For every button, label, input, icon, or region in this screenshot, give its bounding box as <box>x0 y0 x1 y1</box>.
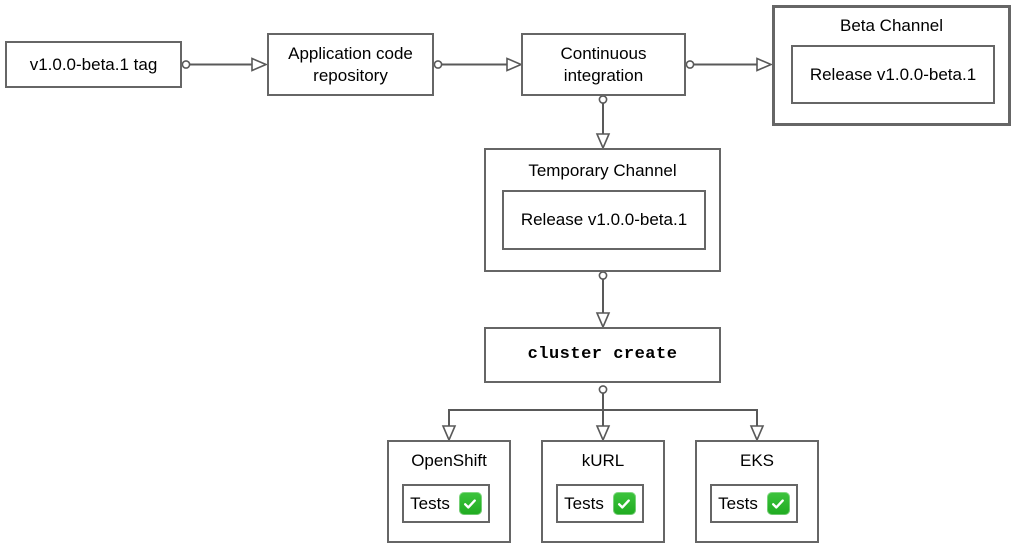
beta-channel-release-label: Release v1.0.0-beta.1 <box>809 64 977 84</box>
node-application-code-repository-label: Application code repository <box>288 44 413 85</box>
container-target-kurl[interactable]: kURL Tests <box>541 440 665 543</box>
temporary-channel-release-box[interactable]: Release v1.0.0-beta.1 <box>502 190 706 250</box>
edge-ci-to-temporary-channel <box>595 95 611 151</box>
target-eks-tests-label: Tests <box>718 493 758 513</box>
edge-temporary-channel-to-cluster-create <box>595 271 611 330</box>
node-application-code-repository[interactable]: Application code repository <box>267 33 434 96</box>
node-version-tag[interactable]: v1.0.0-beta.1 tag <box>5 41 182 88</box>
edge-tag-to-repo <box>181 57 269 72</box>
beta-channel-release-box[interactable]: Release v1.0.0-beta.1 <box>791 45 995 104</box>
temporary-channel-release-label: Release v1.0.0-beta.1 <box>520 210 688 229</box>
node-continuous-integration[interactable]: Continuous integration <box>521 33 686 96</box>
target-kurl-tests-box[interactable]: Tests <box>556 484 644 523</box>
target-openshift-tests-box[interactable]: Tests <box>402 484 490 523</box>
target-openshift-title: OpenShift <box>411 451 487 470</box>
edge-repo-to-ci <box>433 57 524 72</box>
target-openshift-tests-label: Tests <box>410 493 450 513</box>
edge-cluster-create-to-targets <box>441 385 765 443</box>
target-kurl-tests-label: Tests <box>564 493 604 513</box>
check-mark-button-icon <box>612 492 636 515</box>
node-continuous-integration-label: Continuous integration <box>560 44 647 85</box>
check-mark-button-icon <box>766 492 790 515</box>
container-temporary-channel-title: Temporary Channel <box>528 161 677 180</box>
target-eks-title: EKS <box>739 451 775 470</box>
container-target-openshift[interactable]: OpenShift Tests <box>387 440 511 543</box>
target-kurl-title: kURL <box>581 451 625 470</box>
container-beta-channel[interactable]: Beta Channel Release v1.0.0-beta.1 <box>772 5 1011 126</box>
check-mark-button-icon <box>458 492 482 515</box>
node-version-tag-label: v1.0.0-beta.1 tag <box>29 54 158 74</box>
edge-ci-to-beta-channel <box>685 57 774 72</box>
target-eks-tests-box[interactable]: Tests <box>710 484 798 523</box>
node-cluster-create[interactable]: cluster create <box>484 327 721 383</box>
container-temporary-channel[interactable]: Temporary Channel Release v1.0.0-beta.1 <box>484 148 721 272</box>
container-target-eks[interactable]: EKS Tests <box>695 440 819 543</box>
node-cluster-create-label: cluster create <box>527 345 678 365</box>
container-beta-channel-title: Beta Channel <box>839 16 944 35</box>
